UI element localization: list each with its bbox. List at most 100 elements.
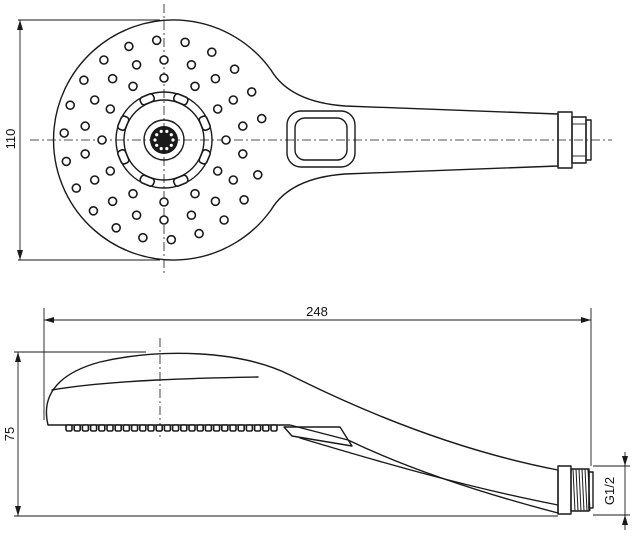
side-nozzle bbox=[89, 424, 98, 432]
center-disc bbox=[150, 126, 178, 154]
thread-line bbox=[578, 468, 582, 512]
nozzle-dot bbox=[190, 81, 200, 92]
nozzle-dot bbox=[221, 135, 231, 145]
nozzle-dot bbox=[186, 210, 197, 220]
center-nozzle-dot bbox=[153, 138, 157, 142]
side-nozzle bbox=[98, 424, 106, 432]
side-lower-line bbox=[299, 437, 559, 506]
side-nozzle bbox=[65, 424, 73, 432]
dot-nozzles bbox=[59, 35, 267, 245]
nozzle-dot bbox=[128, 81, 138, 92]
outer-ring bbox=[115, 91, 213, 189]
nozzle-dot bbox=[89, 95, 100, 105]
nozzle-dot bbox=[194, 228, 204, 239]
side-nozzle bbox=[229, 424, 237, 432]
dimension-75: 75 bbox=[2, 351, 558, 517]
side-nozzle bbox=[245, 424, 254, 432]
nozzle-dot bbox=[159, 55, 169, 65]
dimension-248-label: 248 bbox=[306, 304, 328, 319]
nozzle-dot bbox=[61, 156, 72, 167]
nozzle-dot bbox=[239, 195, 249, 205]
nozzle-dot bbox=[107, 73, 118, 84]
top-view: 110 bbox=[3, 4, 612, 276]
dimension-thread: G1/2 bbox=[593, 452, 630, 530]
dimension-75-label: 75 bbox=[2, 427, 17, 441]
side-nozzle bbox=[188, 424, 196, 432]
side-body-outline bbox=[45, 352, 559, 514]
side-nozzle bbox=[237, 424, 245, 432]
center-nozzle-dot bbox=[169, 133, 173, 137]
side-nozzle bbox=[81, 424, 90, 432]
dimension-110-label: 110 bbox=[3, 129, 18, 150]
nozzle-slot bbox=[172, 174, 189, 187]
head-outline bbox=[52, 19, 559, 261]
middle-ring bbox=[123, 99, 205, 181]
center-nozzle-dot bbox=[171, 138, 175, 142]
nozzle-slot bbox=[198, 148, 211, 165]
side-top-edge bbox=[51, 376, 259, 391]
center-nozzle-dot bbox=[155, 133, 159, 137]
thread-line bbox=[581, 468, 585, 512]
slot-nozzles bbox=[117, 93, 211, 187]
nozzle-dot bbox=[151, 35, 162, 46]
nozzle-dot bbox=[131, 60, 142, 70]
thread-line bbox=[572, 468, 576, 512]
nozzle-dot bbox=[238, 121, 248, 131]
nozzle-dot bbox=[212, 104, 223, 114]
nozzle-slot bbox=[117, 148, 130, 165]
center-nozzle-dot bbox=[169, 143, 173, 147]
nozzle-dot bbox=[88, 206, 99, 216]
nozzle-dot bbox=[124, 41, 134, 52]
thread-connector-top bbox=[557, 111, 592, 169]
nozzle-dot bbox=[228, 95, 239, 105]
nozzle-dot bbox=[65, 100, 75, 110]
nozzle-dot bbox=[131, 210, 142, 220]
nozzle-dot bbox=[71, 183, 82, 193]
nozzle-dot bbox=[89, 175, 100, 185]
nozzle-slot bbox=[172, 93, 189, 106]
nozzle-dot bbox=[105, 104, 116, 114]
side-button bbox=[283, 426, 353, 447]
nozzle-dot bbox=[97, 135, 107, 145]
center-nozzle-dot bbox=[159, 147, 163, 151]
nozzle-dot bbox=[107, 196, 118, 207]
nozzle-dot bbox=[212, 166, 223, 176]
dimension-110: 110 bbox=[3, 19, 160, 261]
side-nozzle bbox=[253, 424, 262, 432]
nozzle-dot bbox=[228, 175, 239, 185]
center-disc-outer bbox=[143, 119, 185, 161]
side-nozzle bbox=[163, 424, 172, 432]
nozzle-slot bbox=[139, 174, 156, 187]
side-nozzle bbox=[106, 424, 114, 432]
side-nozzle bbox=[114, 424, 122, 432]
nozzle-dot bbox=[210, 196, 221, 207]
nozzle-dot bbox=[159, 73, 169, 83]
side-nozzle bbox=[204, 424, 213, 432]
nozzle-dot bbox=[138, 232, 148, 243]
side-nozzle bbox=[122, 424, 131, 432]
nozzle-dot bbox=[252, 170, 263, 180]
side-nozzle bbox=[139, 424, 147, 432]
nozzle-dot bbox=[105, 166, 116, 176]
nozzle-dot bbox=[186, 60, 197, 70]
nozzle-dot bbox=[256, 113, 267, 124]
side-nozzle bbox=[196, 424, 204, 432]
nozzle-dot bbox=[128, 188, 138, 199]
nozzle-dot bbox=[229, 64, 240, 74]
nozzle-dot bbox=[166, 234, 177, 245]
side-nozzle bbox=[270, 424, 278, 432]
nozzle-slot bbox=[117, 115, 130, 132]
center-nozzle-dot bbox=[159, 129, 163, 133]
nozzle-dot bbox=[207, 47, 217, 58]
nozzle-dot bbox=[59, 128, 69, 138]
nozzle-dot bbox=[79, 75, 89, 85]
thread-connector-side bbox=[557, 465, 594, 515]
side-nozzle bbox=[147, 424, 155, 432]
thread-line bbox=[575, 468, 579, 512]
nozzle-dot bbox=[159, 215, 169, 225]
side-nozzle bbox=[180, 424, 188, 432]
nozzle-dot bbox=[246, 87, 257, 97]
center-nozzle-dot bbox=[165, 129, 169, 133]
side-nozzle bbox=[261, 424, 270, 432]
